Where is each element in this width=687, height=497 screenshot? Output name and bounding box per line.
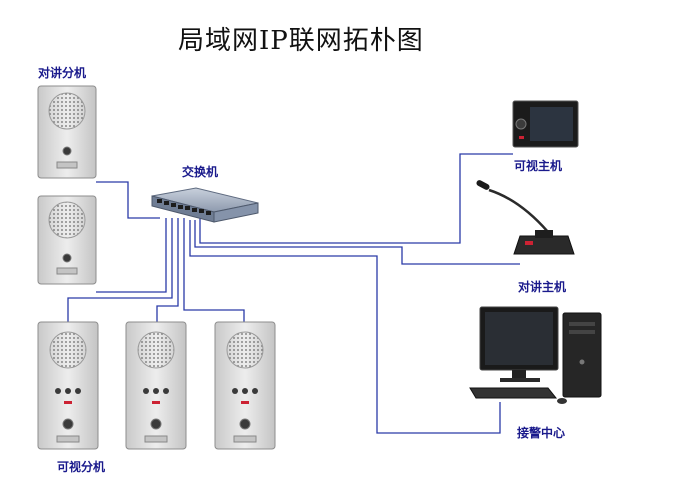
link-video-extension-1 [67,218,173,322]
link-intercom-extension-1 [96,181,160,219]
label-alarm-center: 接警中心 [517,426,566,440]
label-video-master: 可视主机 [514,159,563,173]
label-intercom-extension: 对讲分机 [38,66,87,80]
network-switch [151,187,259,223]
link-intercom-master [194,220,520,265]
intercom-master-device [476,180,575,255]
video-extension-3 [214,321,276,450]
video-extension-2 [125,321,187,450]
link-video-extension-3 [183,218,245,322]
link-alarm-center [189,220,501,434]
link-intercom-extension-2 [96,218,167,293]
label-video-extension: 可视分机 [57,460,106,474]
intercom-extension-2 [37,195,97,285]
label-switch: 交换机 [182,165,219,179]
intercom-extension-1 [37,85,97,179]
connection-lines [67,153,520,434]
diagram-title: 局域网IP联网拓朴图 [178,26,424,56]
label-intercom-master: 对讲主机 [518,280,567,294]
link-video-extension-2 [156,218,179,322]
alarm-center-computer [469,306,602,404]
video-master-device [512,100,579,148]
link-video-master [199,153,513,244]
video-extension-1 [37,321,99,450]
